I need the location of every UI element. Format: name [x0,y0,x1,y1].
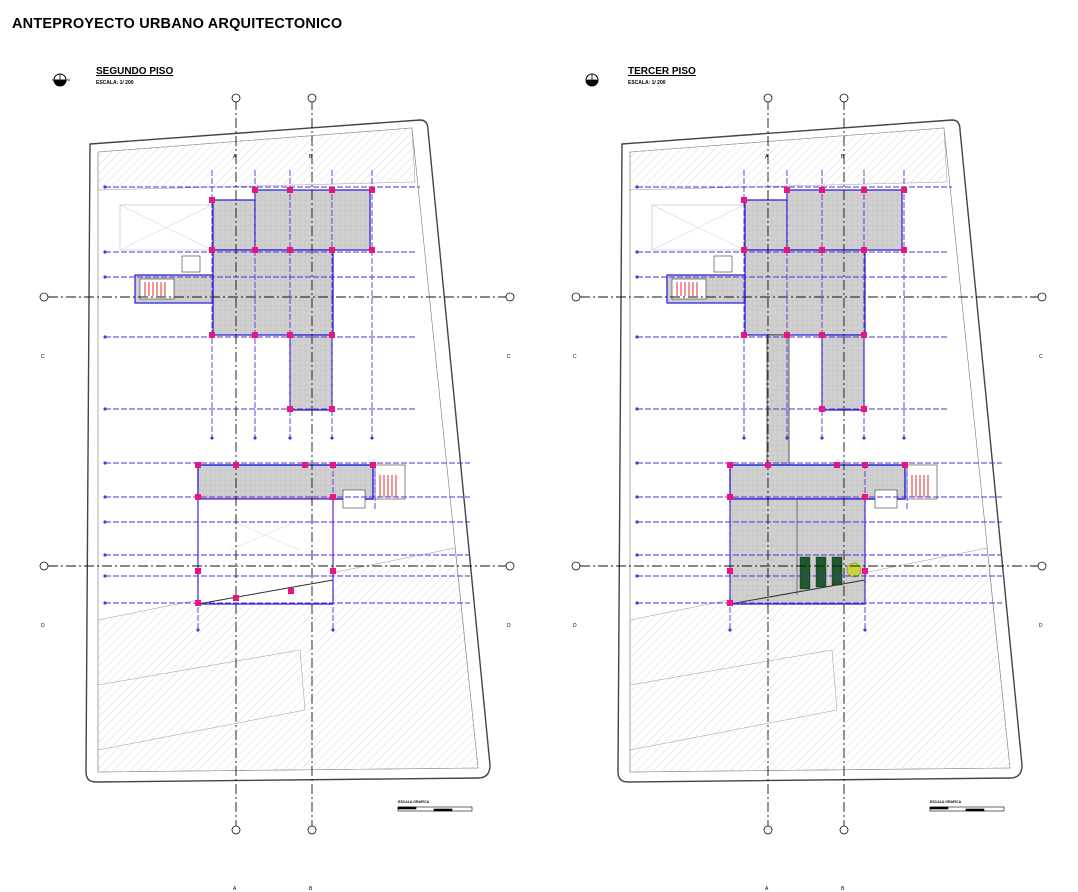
axis-d-left-label: D [41,623,45,629]
axis-c-right-label: C [507,354,511,360]
graphic-scale-label: ESCALA GRAFICA [930,800,962,804]
plan-title: TERCER PISO [628,66,696,77]
axis-b-top-label: B [841,154,845,160]
sheet-title: ANTEPROYECTO URBANO ARQUITECTONICO [12,16,343,32]
axis-c-left-label: C [41,354,45,360]
axis-b-bottom-label: B [841,886,845,892]
section-marker-icon [52,73,70,87]
axis-a-bottom-label: A [233,886,237,892]
floor-plan-drawing [571,93,1047,835]
floor-plan-drawing [39,93,515,835]
axis-b-top-label: B [309,154,313,160]
plan-title: SEGUNDO PISO [96,66,174,77]
plan-header: SEGUNDO PISO ESCALA: 1/ 200 [50,66,220,96]
plan-scale: ESCALA: 1/ 200 [628,80,666,86]
plan-scale: ESCALA: 1/ 200 [96,80,134,86]
axis-a-top-label: A [233,154,237,160]
axis-c-right-label: C [1039,354,1043,360]
axis-b-bottom-label: B [309,886,313,892]
plan-tercer-piso: A B A B C C D D TERCER PISO ESCALA: 1/ 2… [532,60,1052,892]
axis-a-bottom-label: A [765,886,769,892]
axis-d-right-label: D [507,623,511,629]
plan-header: TERCER PISO ESCALA: 1/ 200 [582,66,752,96]
axis-a-top-label: A [765,154,769,160]
plan-segundo-piso: A B A B C C D D SEGUNDO PISO ESCALA: 1/ … [0,60,520,892]
axis-d-left-label: D [573,623,577,629]
section-marker-icon [585,73,599,87]
axis-d-right-label: D [1039,623,1043,629]
graphic-scale-label: ESCALA GRAFICA [398,800,430,804]
axis-c-left-label: C [573,354,577,360]
